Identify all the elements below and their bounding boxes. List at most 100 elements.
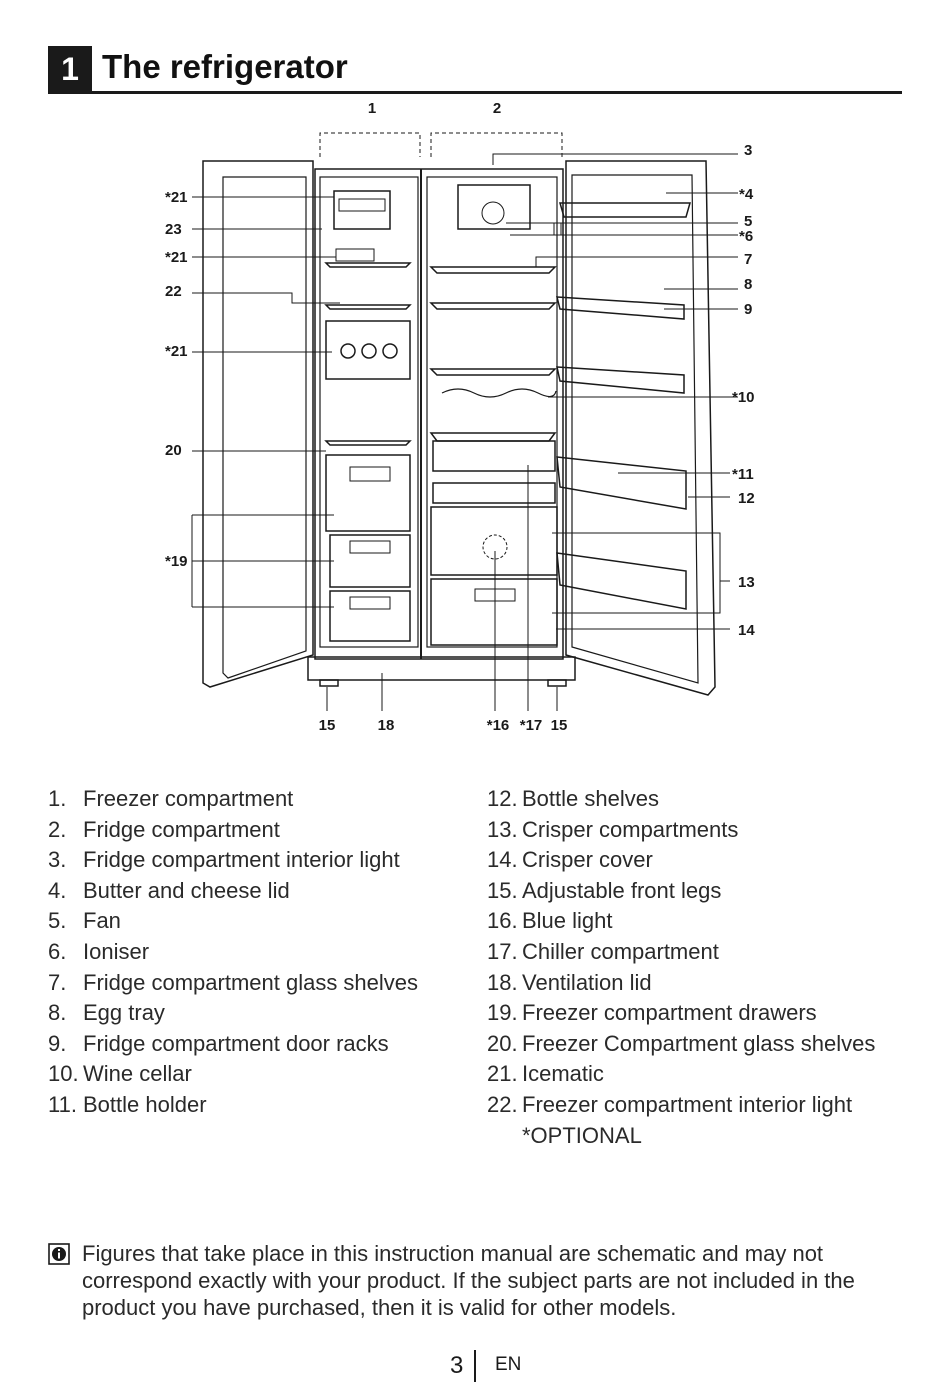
item-label: Butter and cheese lid: [83, 877, 290, 903]
list-item: 19.Freezer compartment drawers: [487, 998, 917, 1029]
item-number: 9.: [48, 1030, 67, 1056]
item-number: 13.: [487, 816, 518, 842]
footer-separator: [474, 1350, 476, 1382]
item-number: 2.: [48, 816, 67, 842]
item-label: Adjustable front legs: [522, 877, 722, 903]
fridge-drawing: [191, 132, 738, 711]
freezer-shelf-1: [324, 262, 412, 268]
leader-13: [552, 532, 730, 614]
item-label: Egg tray: [83, 1000, 165, 1026]
diagram-label: 13: [738, 574, 755, 591]
item-label: Blue light: [522, 908, 613, 934]
butter-cheese-rack: [559, 202, 691, 218]
freezer-shelf-2: [324, 304, 412, 310]
parts-list-left: 1.Freezer compartment 2.Fridge compartme…: [48, 784, 478, 1121]
item-label: Bottle holder: [83, 1091, 207, 1117]
bottle-holder-rack: [556, 456, 687, 510]
diagram-label: 23: [165, 221, 182, 238]
diagram-label: 15: [551, 717, 568, 734]
diagram-label: *21: [165, 189, 188, 206]
item-label: Ioniser: [83, 938, 150, 964]
item-label: Freezer compartment: [83, 786, 294, 811]
ice-bin-knob-1: [340, 343, 356, 359]
item-number: 20.: [487, 1030, 518, 1056]
item-number: 19.: [487, 1000, 518, 1026]
item-label: Crisper cover: [522, 847, 653, 873]
diagram-label: 12: [738, 490, 755, 507]
list-item: 4. Butter and cheese lid: [48, 876, 478, 907]
item-number: 11.: [48, 1091, 77, 1117]
diagram-label: *6: [739, 228, 753, 245]
diagram-label: 22: [165, 283, 182, 300]
diagram-label: 9: [744, 301, 752, 318]
door-rack-2: [556, 366, 685, 394]
list-item: 7.Fridge compartment glass shelves: [48, 968, 478, 999]
plinth: [307, 656, 576, 681]
item-number: 17.: [487, 938, 518, 964]
freezer-door-gasket: [222, 176, 307, 679]
freezer-compartment: [319, 176, 419, 648]
diagram-label: 15: [319, 717, 336, 734]
item-label: Fridge compartment door racks: [83, 1030, 389, 1056]
cabinet: [314, 168, 564, 660]
list-item: 8.Egg tray: [48, 998, 478, 1029]
diagram-label: 14: [738, 622, 755, 639]
crisper-2: [430, 578, 558, 646]
item-label: Freezer Compartment glass shelves: [522, 1030, 876, 1056]
item-number: 16.: [487, 908, 518, 934]
note-text: Figures that take place in this instruct…: [82, 1241, 855, 1320]
optional-note: *OPTIONAL: [522, 1122, 642, 1148]
leader-3: [492, 153, 738, 165]
diagram-label: *21: [165, 249, 188, 266]
refrigerator-diagram: 1 2 3 *4 5 *6 7 8 9 *10 *11 12 13 14 *21…: [0, 95, 950, 745]
crisper-1: [430, 506, 558, 576]
freezer-drawer-2: [329, 534, 411, 588]
item-number: 12.: [487, 786, 518, 811]
bottle-shelf-rack: [556, 552, 687, 610]
item-label: Fridge compartment interior light: [83, 847, 400, 873]
item-label: Chiller compartment: [522, 938, 719, 964]
item-number: 10.: [48, 1061, 79, 1087]
freezer-drawer-3: [329, 590, 411, 642]
front-leg-left: [319, 679, 339, 687]
list-item: 14.Crisper cover: [487, 845, 917, 876]
item-label: Fan: [83, 908, 121, 934]
icematic-cups: [338, 198, 386, 212]
list-item: 15.Adjustable front legs: [487, 876, 917, 907]
item-number: 18.: [487, 969, 518, 995]
item-number: 7.: [48, 969, 67, 995]
language-code: EN: [495, 1354, 522, 1375]
egg-tray-rack: [556, 296, 685, 320]
list-item: 5.Fan: [48, 906, 478, 937]
item-label: Bottle shelves: [522, 786, 659, 811]
front-leg-right: [547, 679, 567, 687]
freezer-drawer-1: [325, 454, 411, 532]
fridge-shelf-1: [429, 266, 557, 274]
list-item: 22.Freezer compartment interior light: [487, 1090, 917, 1121]
freezer-shelf-3: [324, 440, 412, 446]
page-number: 3: [450, 1352, 464, 1379]
icematic-tray: [333, 190, 391, 230]
item-label: Fridge compartment: [83, 816, 280, 842]
list-item: 11.Bottle holder: [48, 1090, 478, 1121]
diagram-label: 5: [744, 213, 752, 230]
diagram-label: 3: [744, 142, 752, 159]
diagram-label: *16: [487, 717, 510, 734]
fridge-shelf-3: [429, 368, 557, 376]
list-item: 18.Ventilation lid: [487, 968, 917, 999]
parts-list-right: 12.Bottle shelves 13.Crisper compartment…: [487, 784, 917, 1151]
item-number: 4.: [48, 877, 67, 903]
section-number: 1: [48, 46, 92, 92]
list-item: 17.Chiller compartment: [487, 937, 917, 968]
leader-7: [535, 256, 738, 267]
list-item: 12.Bottle shelves: [487, 784, 917, 815]
item-number: 22.: [487, 1091, 518, 1117]
ice-bin-knob-3: [382, 343, 398, 359]
item-label: Freezer compartment interior light: [522, 1091, 853, 1117]
fridge-door: [565, 160, 716, 696]
diagram-label: 1: [368, 100, 376, 117]
diagram-label: 7: [744, 251, 752, 268]
item-number: 6.: [48, 938, 67, 964]
freezer-door: [202, 160, 314, 688]
diagram-label: *11: [732, 466, 754, 483]
